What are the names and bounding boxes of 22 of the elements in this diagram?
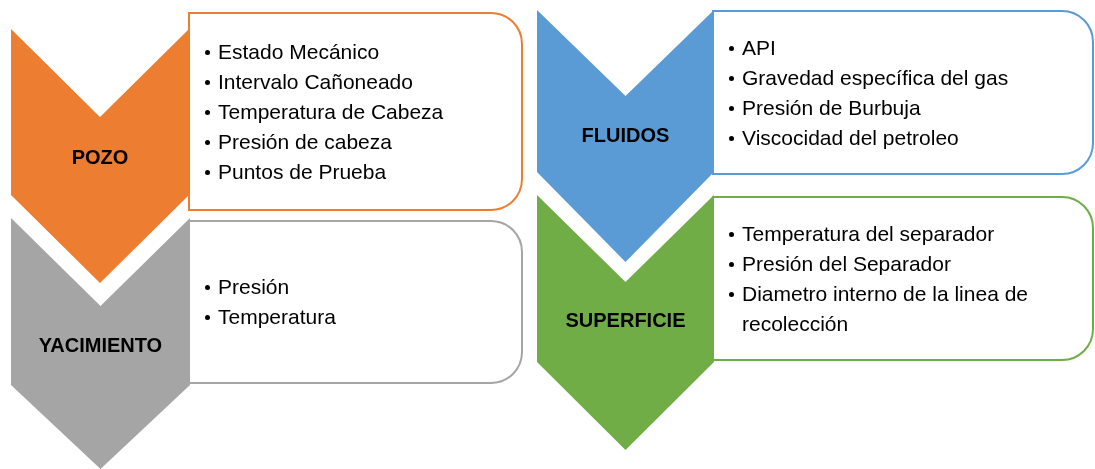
list-item: Temperatura xyxy=(204,302,507,332)
info-box xyxy=(712,10,1094,175)
list-item: Presión de Burbuja xyxy=(728,92,1078,123)
list-item: Presión de cabeza xyxy=(204,126,507,157)
info-box xyxy=(712,196,1094,361)
category-label: POZO xyxy=(70,145,130,169)
list-item: Temperatura del separador xyxy=(728,218,1078,249)
list-item: Diametro interno de la linea de recolección xyxy=(728,278,1078,339)
category-label: SUPERFICIE xyxy=(564,308,687,332)
list-item: Puntos de Prueba xyxy=(204,156,507,187)
category-label: FLUIDOS xyxy=(580,123,671,147)
list-item: Gravedad específica del gas xyxy=(728,62,1078,93)
list-item: API xyxy=(728,32,1078,63)
list-item: Presión del Separador xyxy=(728,248,1078,279)
info-box xyxy=(188,220,523,384)
category-label: YACIMIENTO xyxy=(37,333,164,357)
list-item: Estado Mecánico xyxy=(204,36,507,67)
info-box xyxy=(188,12,523,211)
list-item: Presión xyxy=(204,272,507,302)
list-item: Temperatura de Cabeza xyxy=(204,96,507,127)
list-item: Viscocidad del petroleo xyxy=(728,122,1078,153)
list-item: Intervalo Cañoneado xyxy=(204,66,507,97)
